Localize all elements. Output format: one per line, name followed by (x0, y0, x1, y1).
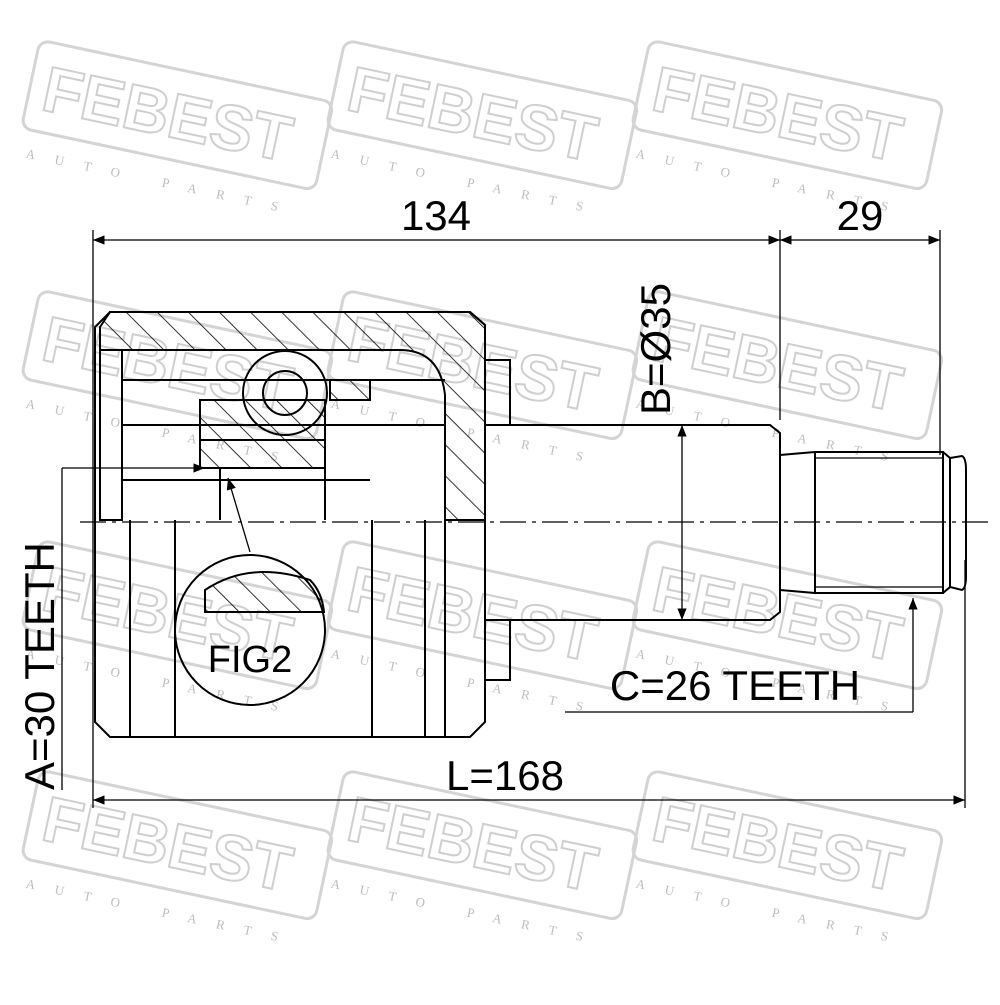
tripod-section (199, 399, 326, 441)
dim-label-a: A=30 TEETH (16, 542, 63, 790)
dim-label-b: B=Ø35 (632, 283, 679, 415)
dim-label-29: 29 (837, 192, 884, 239)
shaft-spline (814, 451, 944, 594)
collar-step-top (485, 359, 511, 425)
fig2-circle (174, 554, 326, 706)
spline-section (199, 439, 326, 469)
dim-label-134: 134 (401, 192, 471, 239)
spline-groove (942, 451, 951, 594)
output-shaft (485, 424, 967, 621)
dimension-lines (61, 230, 966, 808)
cv-joint-housing (94, 311, 511, 738)
housing-wall-section (99, 311, 486, 521)
fig2-leader (226, 477, 251, 553)
roller-section (329, 379, 371, 401)
inner-plate (99, 349, 123, 521)
dim-label-c: C=26 TEETH (610, 662, 860, 709)
dim-label-168: L=168 (446, 752, 564, 799)
fig2-label: FIG2 (208, 639, 292, 681)
fig2-hatch (204, 571, 326, 613)
fig2-detail: FIG2 (174, 477, 326, 706)
shaft-body (485, 424, 781, 621)
shaft-tip (949, 454, 967, 592)
collar-step-bottom (485, 620, 511, 681)
